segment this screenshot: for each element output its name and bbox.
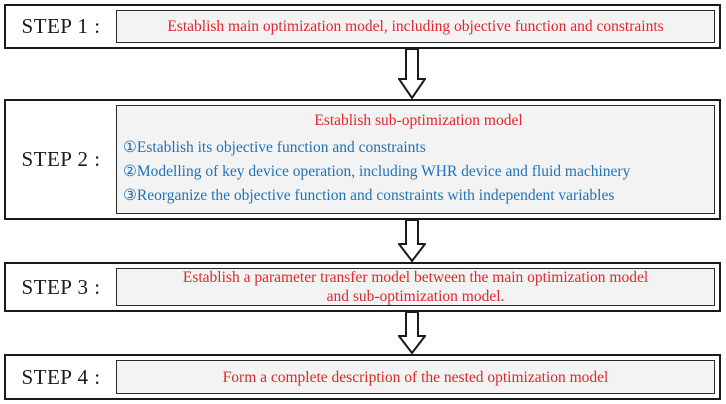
- step-2-item-2: ②Modelling of key device operation, incl…: [123, 163, 631, 180]
- down-arrow-icon: [398, 312, 426, 354]
- step-3-title-line-2: and sub-optimization model.: [326, 288, 505, 305]
- step-3-title-line-1: Establish a parameter transfer model bet…: [182, 269, 649, 286]
- step-3-content: Establish a parameter transfer model bet…: [116, 268, 715, 306]
- step-2-box: STEP 2 : Establish sub-optimization mode…: [4, 99, 721, 220]
- step-2-item-1: ①Establish its objective function and co…: [123, 139, 426, 156]
- step-4-title: Form a complete description of the neste…: [222, 368, 609, 386]
- step-4-box: STEP 4 : Form a complete description of …: [4, 354, 721, 400]
- step-2-label: STEP 2 :: [21, 147, 101, 171]
- down-arrow-icon: [398, 220, 426, 262]
- step-1-content: Establish main optimization model, inclu…: [116, 10, 715, 43]
- step-1-box: STEP 1 : Establish main optimization mod…: [4, 4, 721, 49]
- step-2-item-3: ③Reorganize the objective function and c…: [123, 187, 615, 204]
- step-1-label: STEP 1 :: [21, 14, 101, 38]
- step-1-title: Establish main optimization model, inclu…: [167, 18, 664, 35]
- step-4-content: Form a complete description of the neste…: [116, 360, 715, 394]
- down-arrow-icon: [398, 49, 426, 99]
- step-3-label: STEP 3 :: [21, 274, 101, 299]
- step-3-box: STEP 3 : Establish a parameter transfer …: [4, 262, 721, 312]
- step-4-label: STEP 4 :: [21, 364, 101, 389]
- step-2-title: Establish sub-optimization model: [314, 112, 523, 129]
- step-2-content: Establish sub-optimization model ①Establ…: [116, 105, 715, 214]
